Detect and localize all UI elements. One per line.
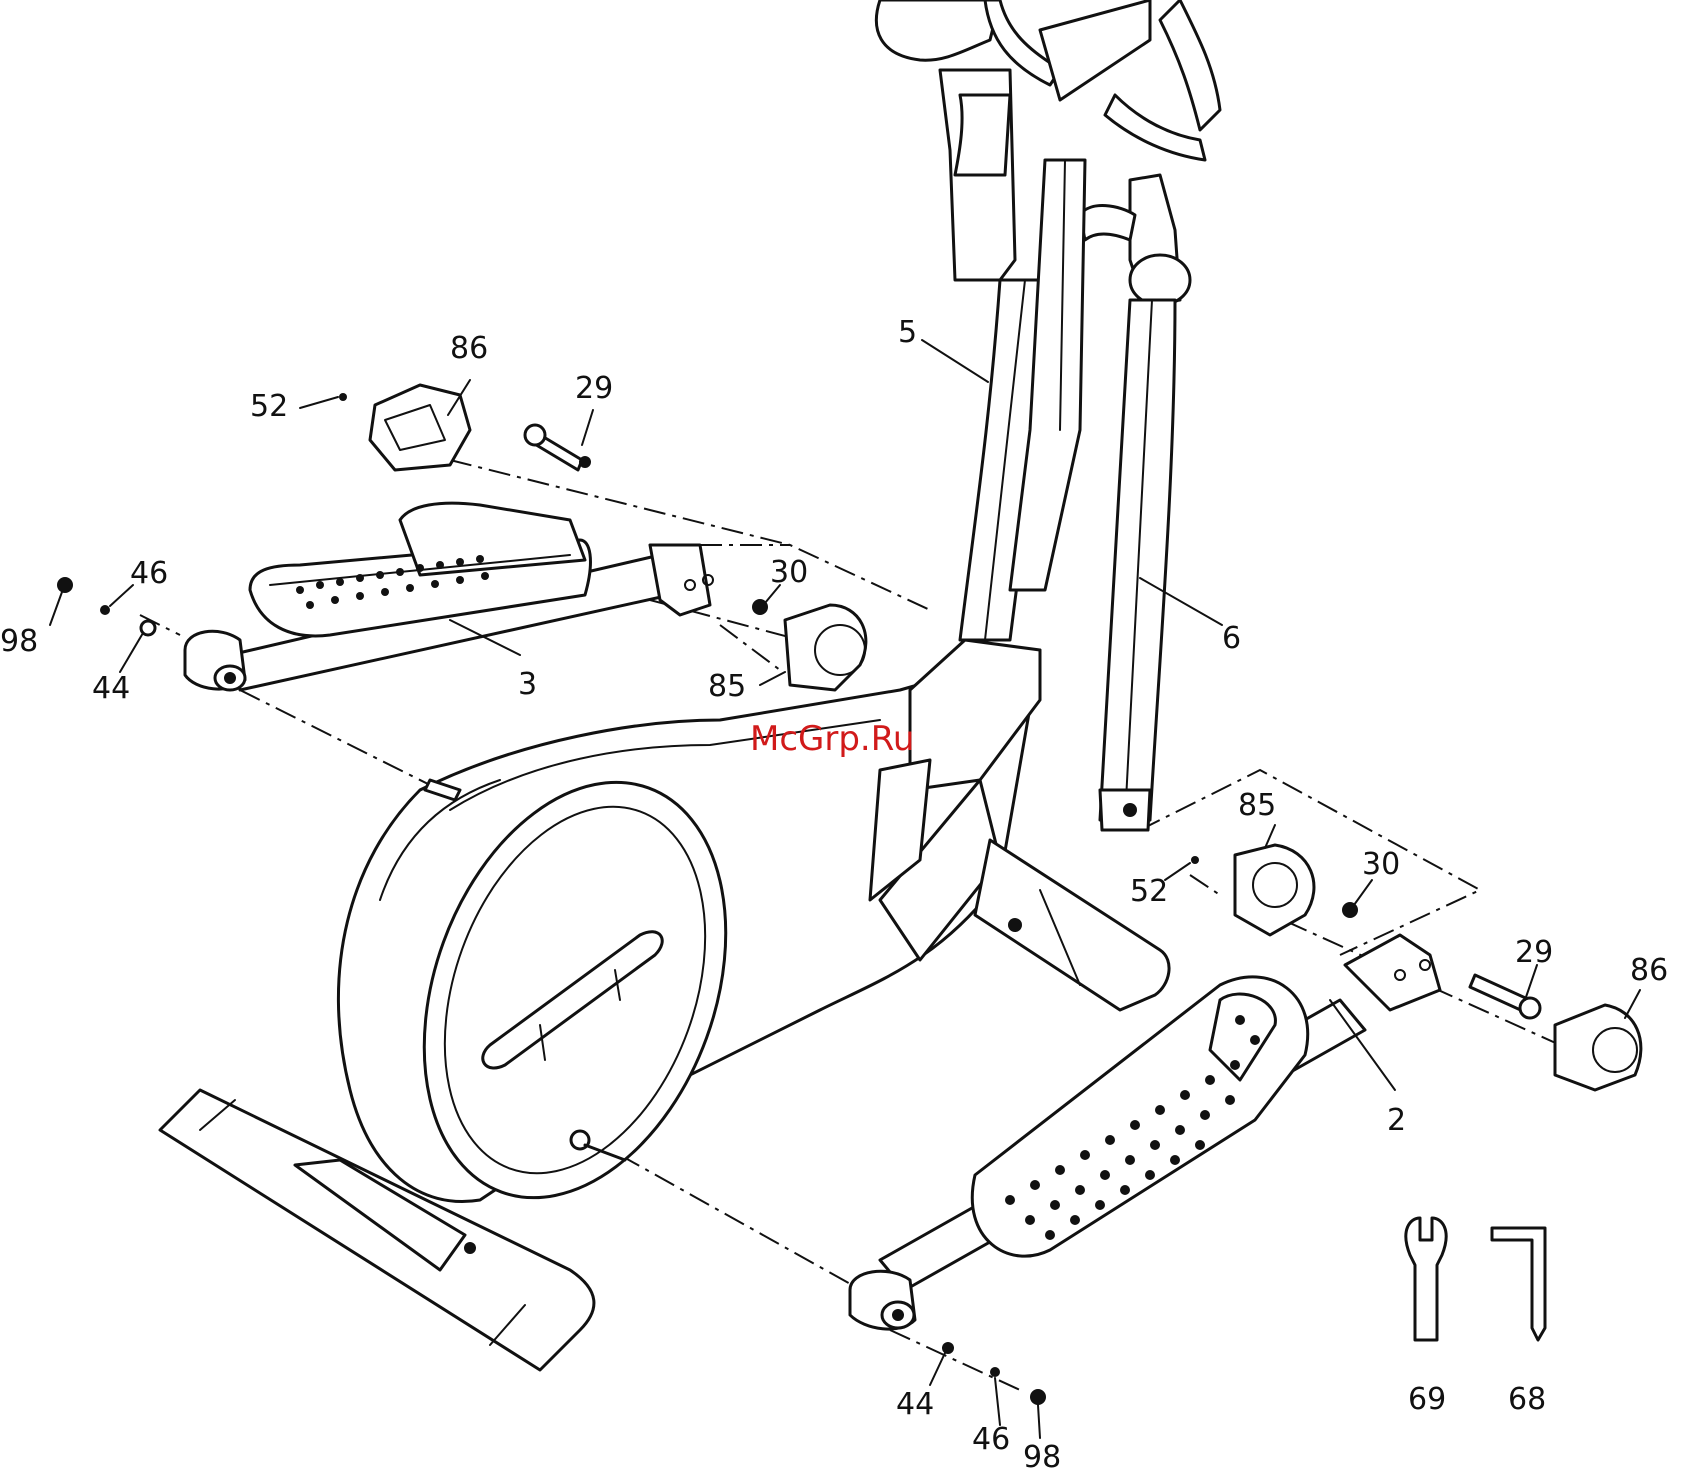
screw-52-top — [339, 393, 347, 401]
screw-52-right — [1191, 856, 1199, 864]
part-label-30-right: 30 — [1362, 850, 1400, 880]
part-label-98-top: 98 — [0, 627, 38, 657]
end-cap-85-right — [1235, 845, 1314, 935]
part-label-5: 5 — [898, 318, 917, 348]
washer-46-bottom — [990, 1367, 1000, 1377]
bolt-29-top — [525, 425, 591, 470]
part-label-68: 68 — [1508, 1385, 1546, 1415]
part-label-44-top: 44 — [92, 674, 130, 704]
left-pedal-arm — [185, 503, 713, 690]
part-label-29-top: 29 — [575, 374, 613, 404]
screw-98-top — [57, 577, 73, 593]
flywheel-housing — [338, 640, 1040, 1240]
part-label-30-top: 30 — [770, 558, 808, 588]
rear-stabilizer — [975, 840, 1169, 1010]
allen-key-icon — [1492, 1228, 1545, 1340]
part-label-69: 69 — [1408, 1385, 1446, 1415]
part-label-52-top: 52 — [250, 392, 288, 422]
part-label-3: 3 — [518, 670, 537, 700]
end-cap-85-top — [785, 605, 866, 690]
watermark-text: McGrp.Ru — [750, 722, 914, 756]
part-label-46-top: 46 — [130, 559, 168, 589]
washer-44-bottom — [942, 1342, 954, 1354]
part-label-29-right: 29 — [1515, 938, 1553, 968]
bolt-29-right — [1470, 975, 1540, 1018]
part-label-86-right: 86 — [1630, 956, 1668, 986]
part-label-44-bottom: 44 — [896, 1390, 934, 1420]
part-label-98-bottom: 98 — [1023, 1443, 1061, 1473]
part-label-52-right: 52 — [1130, 877, 1168, 907]
part-label-86-top: 86 — [450, 334, 488, 364]
part-label-85-top: 85 — [708, 672, 746, 702]
part-label-2: 2 — [1387, 1106, 1406, 1136]
wrench-icon — [1406, 1218, 1446, 1340]
part-label-46-bottom: 46 — [972, 1425, 1010, 1455]
end-cap-86-right — [1555, 1005, 1641, 1090]
part-label-6: 6 — [1222, 624, 1241, 654]
part-label-85-right: 85 — [1238, 791, 1276, 821]
end-cap-86-top — [370, 385, 470, 470]
washer-46-top — [100, 605, 110, 615]
screw-98-bottom — [1030, 1389, 1046, 1405]
